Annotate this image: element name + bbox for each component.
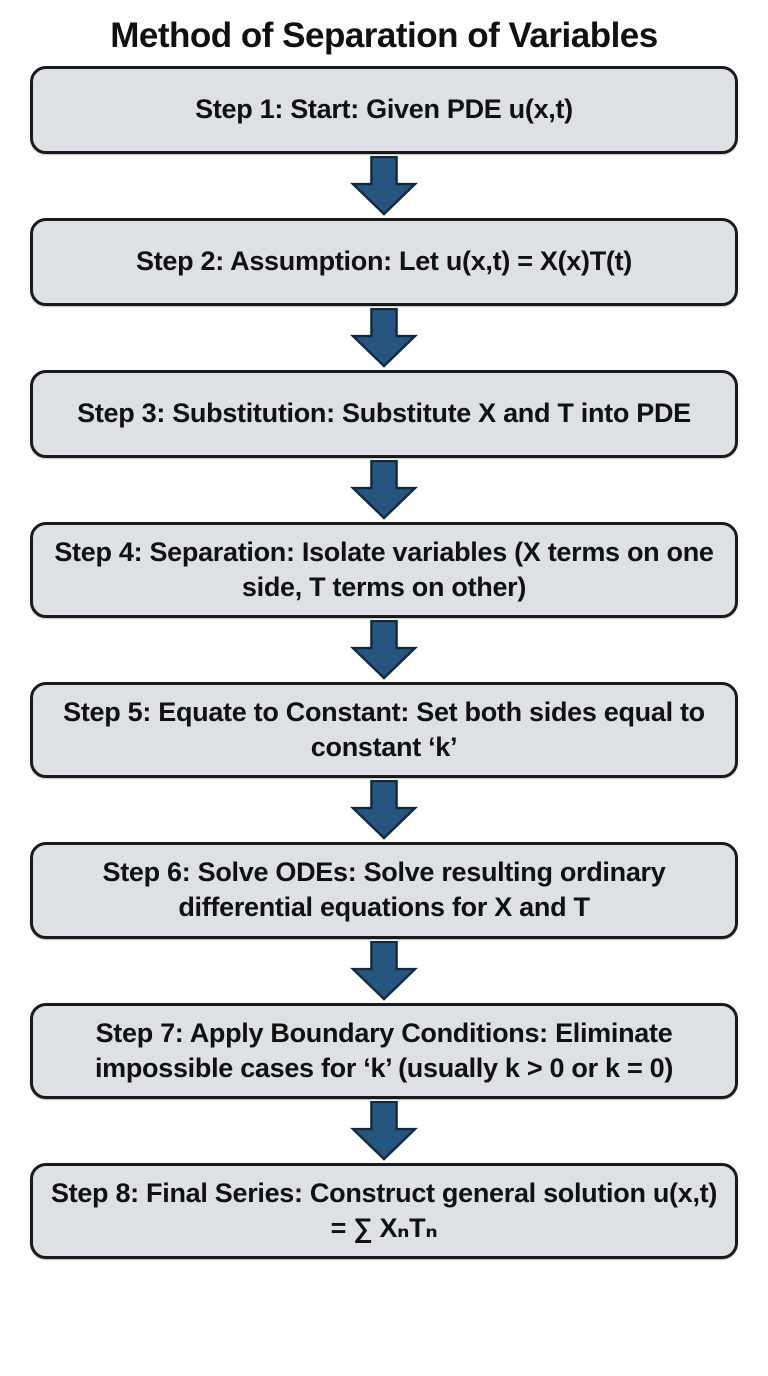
step-5-label: Step 5: Equate to Constant: Set both sid… — [63, 697, 705, 763]
step-4-label: Step 4: Separation: Isolate variables (X… — [54, 537, 714, 603]
step-box-5: Step 5: Equate to Constant: Set both sid… — [30, 682, 738, 779]
down-arrow-icon — [0, 619, 768, 681]
down-arrow-icon — [0, 779, 768, 841]
step-2-label: Step 2: Assumption: Let u(x,t) = X(x)T(t… — [136, 246, 632, 277]
step-box-8: Step 8: Final Series: Construct general … — [30, 1162, 738, 1259]
step-box-3: Step 3: Substitution: Substitute X and T… — [30, 370, 738, 458]
step-box-2: Step 2: Assumption: Let u(x,t) = X(x)T(t… — [30, 218, 738, 306]
flowchart: Step 1: Start: Given PDE u(x,t) Step 2: … — [0, 66, 768, 1376]
step-box-1: Step 1: Start: Given PDE u(x,t) — [30, 66, 738, 154]
step-box-7: Step 7: Apply Boundary Conditions: Elimi… — [30, 1002, 738, 1099]
step-8-label: Step 8: Final Series: Construct general … — [50, 1177, 718, 1243]
step-box-4: Step 4: Separation: Isolate variables (X… — [30, 522, 738, 619]
step-3-label: Step 3: Substitution: Substitute X and T… — [77, 398, 691, 429]
down-arrow-icon — [0, 940, 768, 1002]
step-7-label: Step 7: Apply Boundary Conditions: Elimi… — [94, 1017, 674, 1083]
step-6-label: Step 6: Solve ODEs: Solve resulting ordi… — [102, 857, 666, 923]
down-arrow-icon — [0, 155, 768, 217]
down-arrow-icon — [0, 307, 768, 369]
page-title: Method of Separation of Variables — [110, 16, 658, 55]
step-box-6: Step 6: Solve ODEs: Solve resulting ordi… — [30, 842, 738, 939]
down-arrow-icon — [0, 459, 768, 521]
step-1-label: Step 1: Start: Given PDE u(x,t) — [195, 94, 573, 125]
down-arrow-icon — [0, 1100, 768, 1162]
